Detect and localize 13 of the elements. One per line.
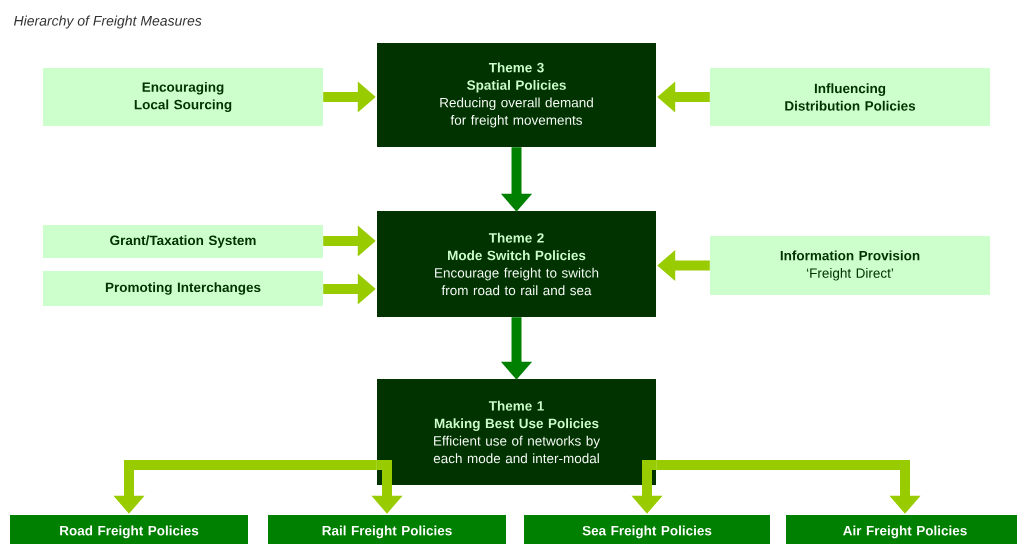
measure-box: Promoting Interchanges [43, 271, 323, 306]
theme-box: Theme 2 Mode Switch Policies Encourage freight to switch from road to rail and sea [377, 211, 656, 317]
policy-box: Air Freight Policies [786, 515, 1017, 544]
diagram-title: Hierarchy of Freight Measures [13, 15, 202, 29]
policy-box: Sea Freight Policies [524, 515, 770, 544]
theme-box: Theme 3 Spatial Policies Reducing overall demand for freight movements [377, 43, 656, 147]
policy-box: Road Freight Policies [10, 515, 248, 544]
theme-box: Theme 1 Making Best Use Policies Efficient use of networks by each mode and inter-modal [377, 379, 656, 485]
measure-box: Grant/Taxation System [43, 225, 323, 258]
measure-box: Information Provision ‘Freight Direct’ [710, 236, 990, 295]
policy-box: Rail Freight Policies [268, 515, 506, 544]
measure-box: Encouraging Local Sourcing [43, 68, 323, 126]
measure-box: Influencing Distribution Policies [710, 68, 990, 126]
